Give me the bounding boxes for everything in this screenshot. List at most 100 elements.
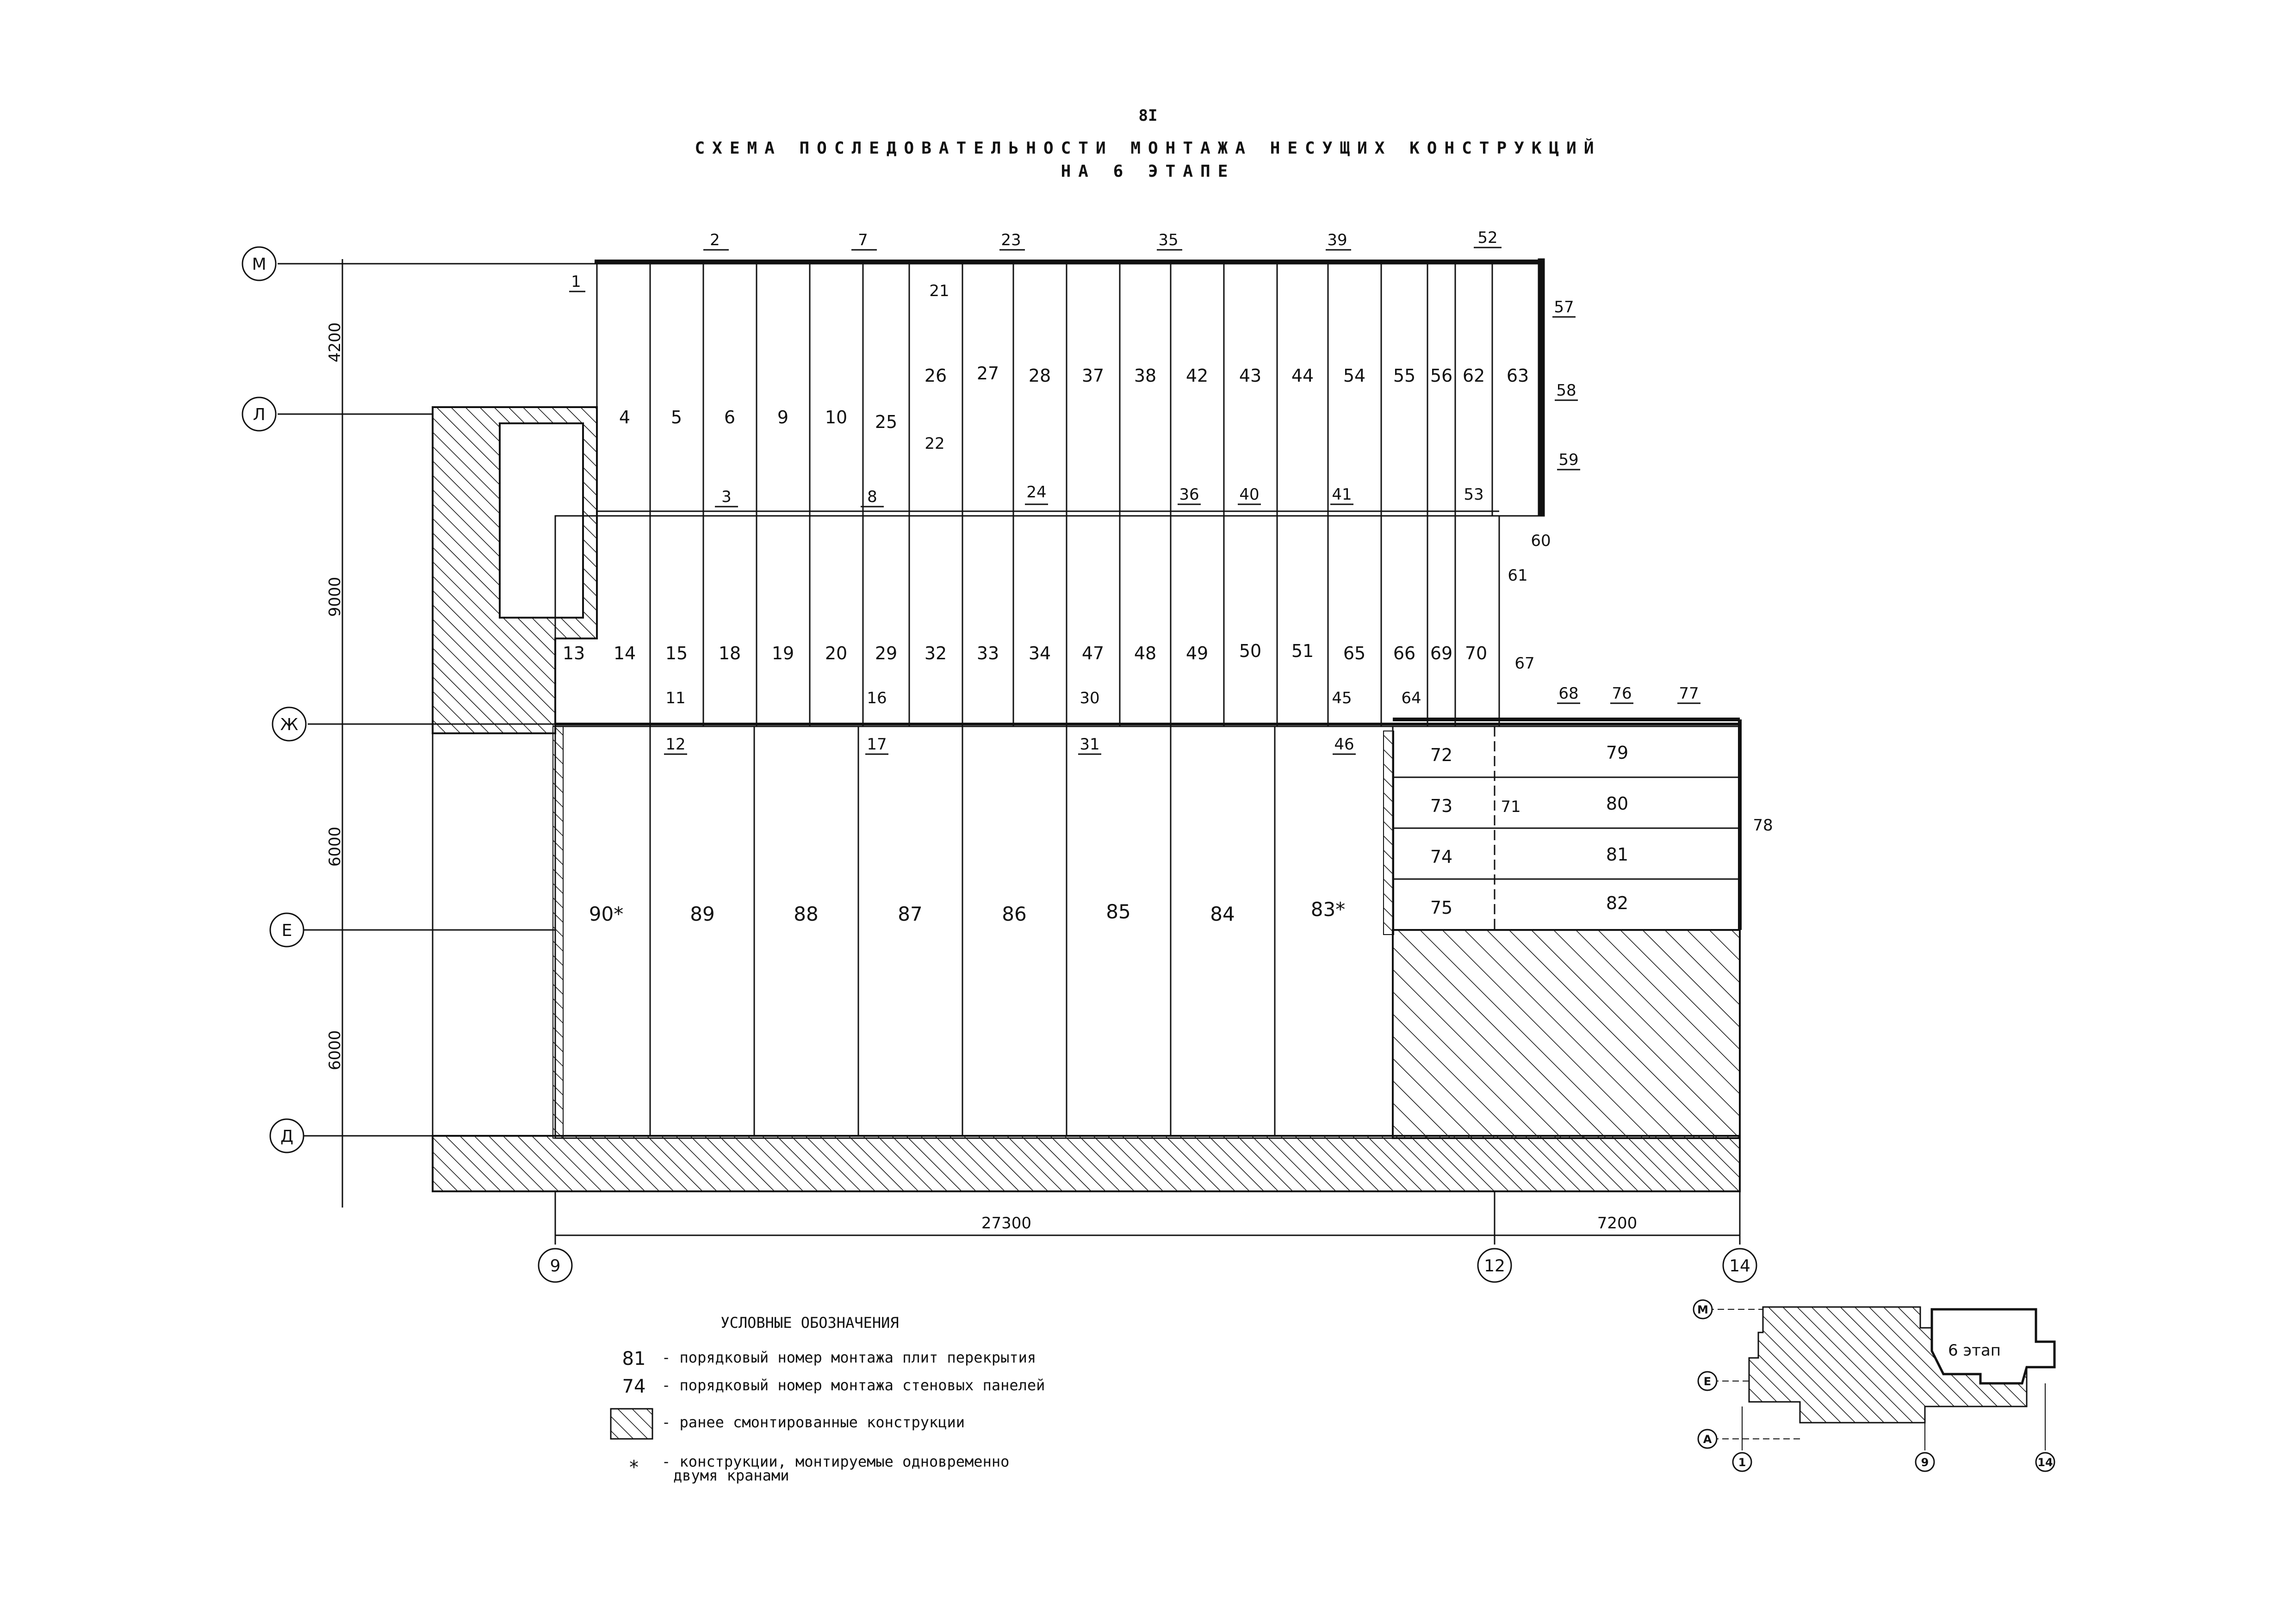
slab-label: 19: [772, 643, 794, 663]
inset-axis-e: Е: [1704, 1375, 1711, 1388]
slab-label: 73: [1430, 796, 1452, 816]
slab-label: 43: [1239, 365, 1261, 386]
wall-label: 58: [1556, 381, 1576, 400]
dim-7200: 7200: [1597, 1214, 1638, 1233]
wall-label: 24: [1026, 483, 1046, 502]
slab-label: 6: [724, 407, 735, 427]
axis-label-d: Д: [280, 1127, 293, 1146]
column-axis-markers: 9 12 14: [538, 1248, 1757, 1283]
slab-label: 56: [1430, 365, 1452, 386]
wall-label: 23: [1001, 231, 1021, 249]
wall-label: 76: [1612, 684, 1632, 703]
dim-4200: 4200: [326, 322, 344, 363]
wall-label: 57: [1554, 298, 1574, 316]
inset-key-plan: 6 этап М Е А 1 9 14: [1693, 1299, 2056, 1472]
slab-label: 28: [1029, 365, 1051, 386]
slab-label: 74: [1430, 847, 1452, 867]
legend-text-two-cranes: - конструкции, монтируемые одновременно: [662, 1453, 1009, 1470]
wall-label: 52: [1477, 229, 1497, 247]
slab-label: 26: [925, 365, 947, 386]
wall-label: 30: [1080, 689, 1099, 707]
row-axis-markers: М Л Ж Е Д: [242, 246, 307, 1153]
inset-axis-a: А: [1703, 1433, 1712, 1446]
legend-text-mounted: - ранее смонтированные конструкции: [662, 1413, 965, 1431]
wall-label: 64: [1401, 689, 1421, 707]
slab-label: 89: [690, 903, 714, 925]
slab-label: 65: [1343, 643, 1365, 663]
wall-label: 61: [1508, 566, 1527, 585]
wall-label: 3: [721, 488, 732, 506]
slab-label: 38: [1134, 365, 1156, 386]
axis-label-l: Л: [253, 405, 265, 424]
slab-label: 90*: [589, 903, 623, 925]
dim-6000-b: 6000: [326, 1030, 344, 1071]
slab-label: 87: [898, 903, 922, 925]
wall-label-leaders: [569, 247, 1700, 755]
slab-label: 86: [1002, 903, 1026, 925]
legend-title: УСЛОВНЫЕ ОБОЗНАЧЕНИЯ: [720, 1314, 899, 1332]
slab-numbers-lower: 90* 89 88 87 86 85 84 83*: [589, 898, 1345, 925]
wall-label: 60: [1531, 532, 1551, 550]
slab-label: 47: [1082, 643, 1104, 663]
grid-axis-lines: [278, 259, 1741, 1245]
wall-label: 71: [1501, 798, 1520, 816]
page-number: 8I: [1138, 106, 1158, 125]
inset-stage-label: 6 этап: [1948, 1341, 2001, 1360]
slab-label: 88: [794, 903, 818, 925]
wall-label: 67: [1514, 654, 1534, 673]
slab-label: 34: [1029, 643, 1051, 663]
wall-label: 16: [867, 689, 887, 707]
wall-label: 39: [1327, 231, 1347, 249]
axis-label-m: М: [252, 255, 266, 274]
wall-label: 11: [665, 689, 685, 707]
wall-label: 8: [867, 488, 877, 506]
slab-label: 48: [1134, 643, 1156, 663]
slab-label: 55: [1393, 365, 1415, 386]
slab-label: 32: [925, 643, 947, 663]
wall-label: 7: [858, 231, 868, 249]
axis-label-e: Е: [282, 921, 292, 940]
dim-27300: 27300: [981, 1214, 1031, 1233]
page-subtitle: НА 6 ЭТАПЕ: [1061, 162, 1235, 181]
slab-label: 75: [1430, 898, 1452, 918]
slab-label: 27: [977, 363, 999, 384]
slab-label: 50: [1239, 641, 1261, 661]
lower-slab-dividers: [649, 726, 1740, 1136]
dim-6000-a: 6000: [326, 827, 344, 867]
wall-label: 2: [710, 231, 720, 249]
legend-text-panels: - порядковый номер монтажа стеновых пане…: [662, 1376, 1045, 1394]
slab-label: 29: [875, 643, 897, 663]
wall-label: 40: [1239, 485, 1259, 504]
slab-label: 20: [825, 643, 847, 663]
page-title: СХЕМА ПОСЛЕДОВАТЕЛЬНОСТИ МОНТАЖА НЕСУЩИХ…: [695, 139, 1601, 158]
slab-label: 33: [977, 643, 999, 663]
wall-label: 41: [1332, 485, 1352, 504]
slab-label: 63: [1507, 365, 1529, 386]
axis-label-12: 12: [1484, 1257, 1505, 1276]
slab-label: 4: [619, 407, 630, 427]
slab-label: 83*: [1311, 898, 1345, 921]
slab-label: 79: [1606, 743, 1628, 763]
slab-numbers-middle: 13 14 15 18 19 20 29 32 33 34 47 48 49 5…: [563, 641, 1487, 663]
inset-axis-14: 14: [2037, 1456, 2053, 1469]
slab-label: 69: [1430, 643, 1452, 663]
slab-label: 18: [719, 643, 741, 663]
wall-label: 17: [867, 735, 887, 754]
legend-symbol-81: 81: [622, 1348, 646, 1369]
wall-label: 35: [1158, 231, 1178, 249]
slab-label: 5: [671, 407, 682, 427]
legend-text-slabs: - порядковый номер монтажа плит перекрыт…: [662, 1349, 1036, 1366]
slab-label: 13: [563, 643, 585, 663]
legend-symbol-74: 74: [622, 1376, 646, 1397]
slab-label: 72: [1430, 745, 1452, 765]
legend: УСЛОВНЫЕ ОБОЗНАЧЕНИЯ 81 - порядковый ном…: [610, 1314, 1045, 1484]
slab-label: 49: [1186, 643, 1208, 663]
legend-hatch-swatch: [610, 1408, 653, 1440]
slab-label: 66: [1393, 643, 1415, 663]
slab-label: 80: [1606, 793, 1628, 814]
wall-label: 77: [1679, 684, 1699, 703]
slab-label: 15: [665, 643, 688, 663]
slab-label: 42: [1186, 365, 1208, 386]
slab-label: 54: [1343, 365, 1365, 386]
